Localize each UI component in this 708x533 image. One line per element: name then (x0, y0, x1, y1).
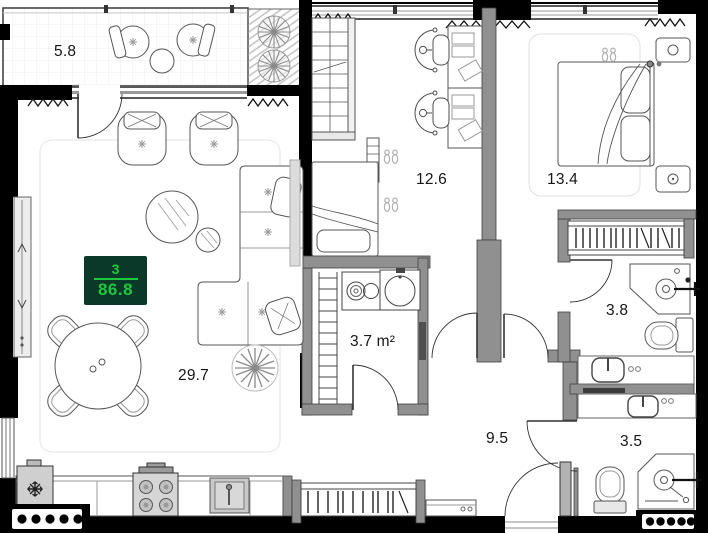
washing-machine (341, 271, 381, 311)
hall-wardrobe (300, 482, 417, 517)
double-bed (557, 60, 655, 167)
planter-box (247, 8, 301, 87)
area-badge: 3 86.8 (84, 256, 147, 305)
toilet (593, 466, 627, 514)
toilet (644, 317, 694, 353)
balcony-table (149, 48, 175, 74)
room-label-balcony: 5.8 (54, 43, 77, 60)
room-label-child-room: 12.6 (416, 171, 447, 188)
window-top-bedroom (531, 5, 658, 20)
nightstand (655, 37, 691, 67)
vanity-bottom (577, 393, 697, 419)
balcony-area (2, 5, 249, 87)
corridor-door-left (431, 312, 478, 359)
room-label-bedroom: 13.4 (547, 171, 578, 188)
rooms-count: 3 (111, 261, 120, 277)
room-label-hallway: 9.5 (486, 430, 509, 447)
desk-chair (414, 27, 450, 73)
entrance-door-leaf (559, 461, 572, 517)
desk-chair (414, 90, 450, 136)
room-label-laundry: 3.7 m² (350, 333, 396, 350)
shoe-cabinet (425, 499, 477, 517)
plant (231, 344, 279, 392)
side-ledge (289, 159, 301, 267)
entrance-threshold (505, 516, 558, 533)
wardrobe-rail (567, 220, 685, 256)
badge-divider (93, 278, 138, 280)
dining-set (47, 315, 149, 417)
dining-table (54, 322, 142, 410)
corner-shower (637, 453, 702, 510)
kitchen-sink (209, 477, 250, 514)
armchair (189, 111, 239, 166)
total-area: 86.8 (97, 280, 134, 299)
stove (132, 462, 179, 517)
corner-sink (629, 263, 700, 315)
bedroom-furniture (557, 37, 691, 256)
laundry-sink (379, 268, 421, 311)
snowflake-icon (27, 481, 43, 497)
vent-block-right (636, 510, 700, 533)
laundry-fixtures (318, 268, 421, 404)
room-label-living: 29.7 (178, 367, 209, 384)
desk (447, 87, 483, 149)
sofa (197, 165, 304, 346)
nightstand (655, 165, 691, 193)
coffee-table (145, 190, 221, 253)
plant-icon (234, 347, 276, 389)
kitchen (15, 459, 284, 517)
balcony-chair (176, 23, 216, 57)
balcony-door (77, 93, 123, 139)
pocket-door-leaf (419, 322, 426, 360)
balcony-door-opening (79, 85, 120, 100)
window-left-low (1, 417, 15, 479)
vanity-top (577, 355, 695, 385)
balcony-chair (108, 25, 150, 59)
bathroom-top-door (569, 259, 613, 303)
room-label-bathroom-bottom: 3.5 (620, 433, 643, 450)
desk (447, 25, 483, 89)
laundry-door (352, 364, 399, 411)
bathroom-bottom-fixtures (593, 453, 702, 514)
bathroom-top-fixtures (629, 263, 700, 353)
child-bed (311, 161, 379, 257)
child-room-furniture (311, 17, 483, 257)
room-label-bathroom-top: 3.8 (606, 302, 629, 319)
window-left-tall (13, 196, 32, 358)
armchair (117, 111, 167, 166)
corridor-door-right (503, 313, 549, 359)
entrance-door (504, 462, 559, 517)
drying-rack (318, 272, 338, 404)
wardrobe-shelves (311, 17, 356, 141)
vent-block-left (0, 504, 90, 533)
